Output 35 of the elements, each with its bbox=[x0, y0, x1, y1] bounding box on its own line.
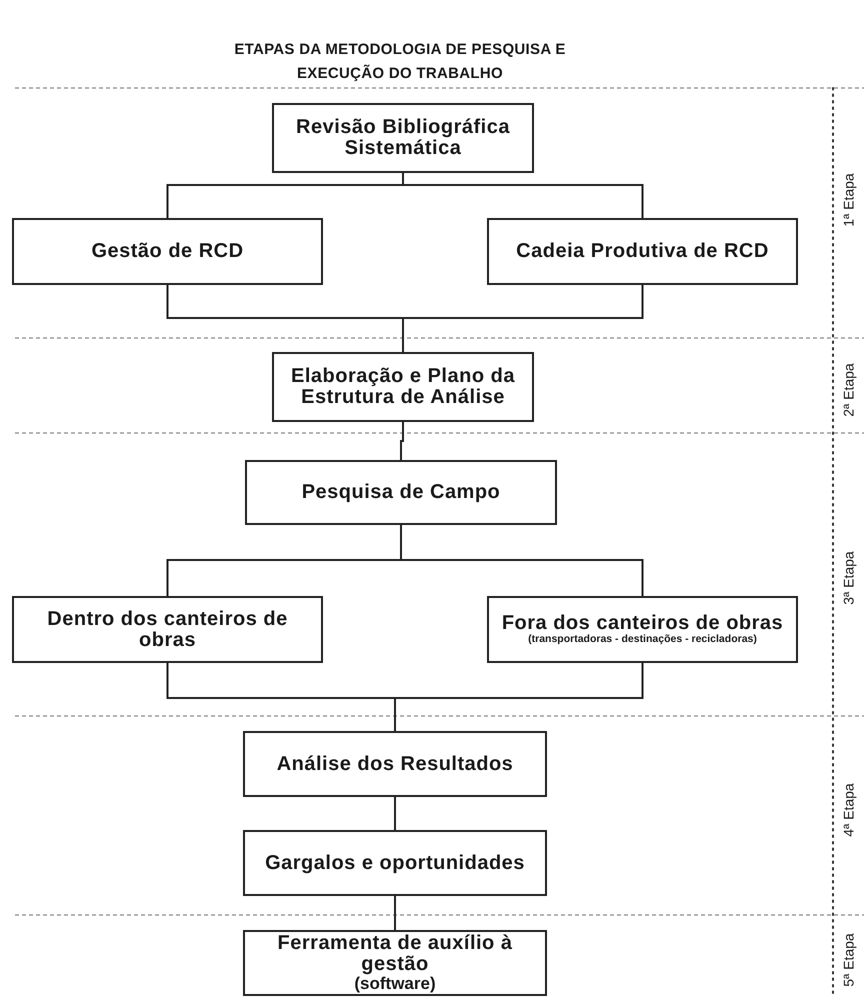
box-label: Pesquisa de Campo bbox=[300, 482, 502, 503]
stage-label: 2ª Etapa bbox=[840, 363, 856, 417]
connector-line bbox=[402, 173, 644, 218]
box-label: Revisão Bibliográfica Sistemática bbox=[295, 117, 511, 159]
process-box bbox=[487, 596, 798, 663]
box-label: Elaboração e Plano da Estrutura de Análise bbox=[290, 366, 516, 408]
box-note: (software) bbox=[353, 974, 437, 994]
box-label: Gargalos e oportunidades bbox=[264, 852, 526, 874]
box-note: (transportadoras - destinações - recicladoras) bbox=[527, 634, 758, 646]
connector-line bbox=[394, 896, 396, 930]
box-label: Ferramenta de auxílio à gestão bbox=[276, 932, 514, 975]
process-box bbox=[245, 460, 557, 525]
connector-line bbox=[394, 797, 396, 830]
connector-line bbox=[394, 663, 644, 731]
stage-label: 3ª Etapa bbox=[840, 551, 856, 605]
process-box bbox=[243, 930, 547, 996]
process-box bbox=[12, 596, 323, 663]
box-label: Gestão de RCD bbox=[90, 241, 245, 262]
process-box bbox=[12, 218, 323, 285]
stage-label: 4ª Etapa bbox=[840, 783, 856, 837]
box-label: Dentro dos canteiros de obras bbox=[46, 608, 289, 650]
connector-line bbox=[402, 285, 644, 352]
connector-line bbox=[400, 422, 404, 460]
stage-label: 5ª Etapa bbox=[840, 933, 856, 987]
process-box bbox=[487, 218, 798, 285]
process-box bbox=[243, 830, 547, 896]
stage-label: 1ª Etapa bbox=[840, 173, 856, 227]
box-label: Fora dos canteiros de obras bbox=[500, 613, 784, 634]
box-label: Cadeia Produtiva de RCD bbox=[515, 241, 770, 262]
connector-line bbox=[400, 525, 644, 596]
diagram-title: ETAPAS DA METODOLOGIA DE PESQUISA E EXECUÇÃO DO TRABALHO bbox=[233, 40, 567, 84]
process-box bbox=[243, 731, 547, 797]
box-label: Análise dos Resultados bbox=[276, 754, 514, 774]
process-box bbox=[272, 352, 534, 422]
process-box bbox=[272, 103, 534, 173]
